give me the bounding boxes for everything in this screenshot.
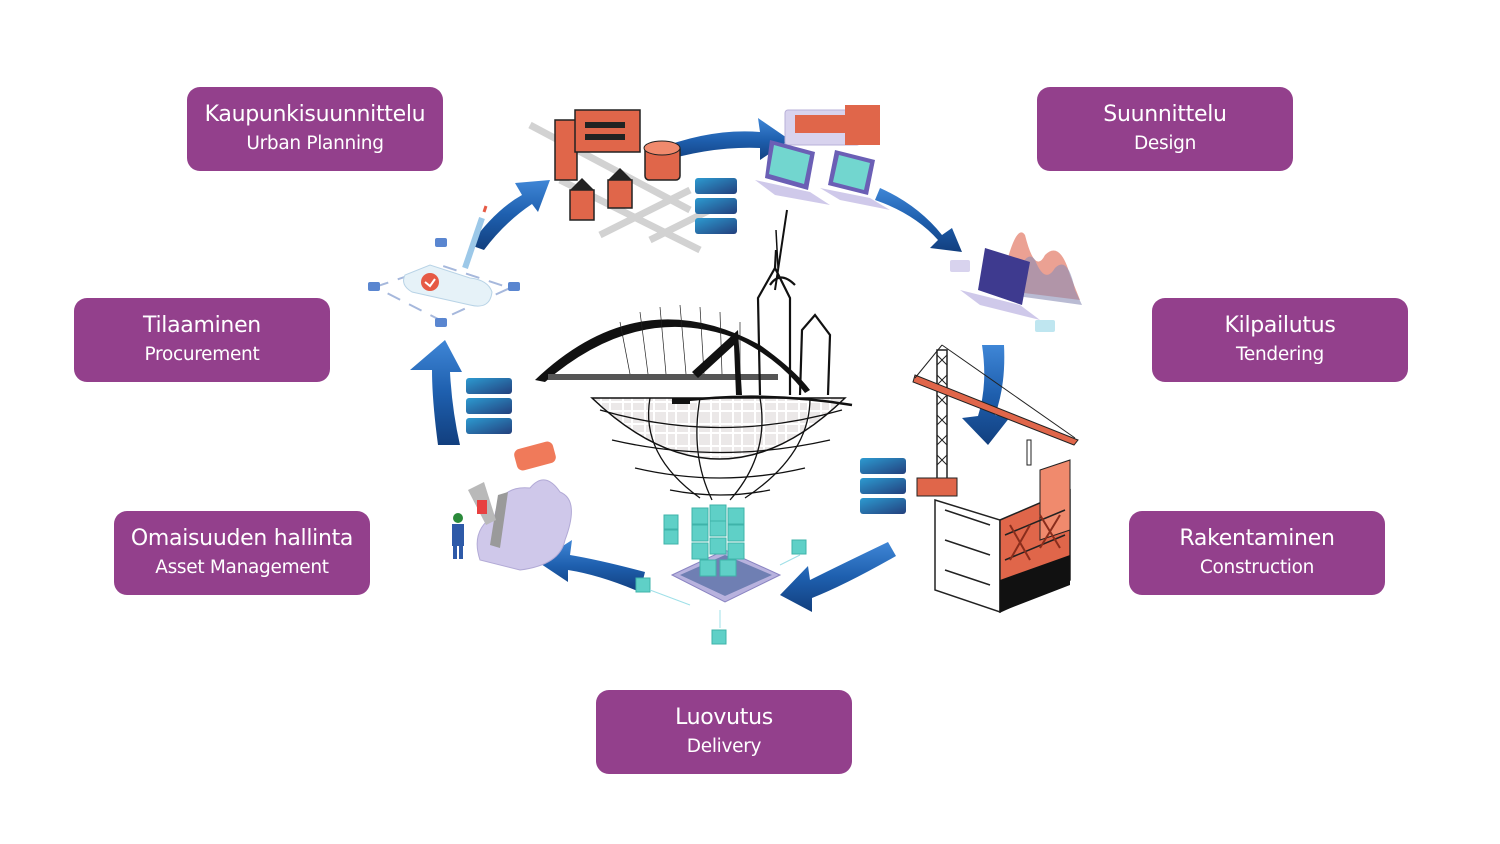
data-cubes-chip-icon (635, 504, 807, 645)
stage-label-en: Delivery (686, 736, 762, 757)
stage-procurement[interactable]: Tilaaminen Procurement (74, 298, 330, 382)
stage-label-en: Procurement (144, 344, 260, 365)
stage-label-fi: Kaupunkisuunnittelu (204, 102, 426, 127)
arrow-design-to-tendering (875, 188, 962, 252)
stage-delivery[interactable]: Luovutus Delivery (596, 690, 852, 774)
city-blocks-icon (528, 109, 722, 254)
bridge-globe-skyline-icon (535, 229, 853, 501)
cloud-maintenance-icon (452, 441, 572, 571)
stage-design[interactable]: Suunnittelu Design (1037, 87, 1293, 171)
stage-construction[interactable]: Rakentaminen Construction (1129, 511, 1385, 595)
stage-label-fi: Kilpailutus (1224, 313, 1336, 338)
stage-label-fi: Luovutus (675, 705, 773, 730)
arrow-urban-to-design (655, 118, 790, 162)
stage-label-en: Construction (1199, 557, 1315, 578)
stage-urban-planning[interactable]: Kaupunkisuunnittelu Urban Planning (187, 87, 443, 171)
arrow-construction-to-delivery (780, 542, 896, 612)
arrow-delivery-to-asset (538, 540, 645, 592)
stage-asset-management[interactable]: Omaisuuden hallinta Asset Management (114, 511, 370, 595)
arrow-asset-to-procurement (410, 340, 462, 445)
stage-label-en: Asset Management (155, 557, 329, 578)
laptop-analytics-icon (950, 232, 1082, 332)
stage-tendering[interactable]: Kilpailutus Tendering (1152, 298, 1408, 382)
server-stack-icon (860, 458, 906, 514)
laptops-server-icon (755, 105, 890, 291)
server-stack-icon (695, 178, 737, 234)
stage-label-en: Tendering (1236, 344, 1324, 365)
stage-label-fi: Rakentaminen (1179, 526, 1335, 551)
arrow-procurement-to-urban (470, 180, 550, 250)
stage-label-fi: Suunnittelu (1103, 102, 1227, 127)
stage-label-en: Design (1133, 133, 1197, 154)
stage-label-fi: Omaisuuden hallinta (130, 526, 354, 551)
arrow-tendering-to-construction (962, 345, 1010, 445)
server-stack-icon (466, 378, 512, 434)
crane-building-icon (912, 344, 1079, 614)
stage-label-en: Urban Planning (246, 133, 384, 154)
contract-signing-icon (368, 205, 520, 327)
stage-label-fi: Tilaaminen (143, 313, 261, 338)
